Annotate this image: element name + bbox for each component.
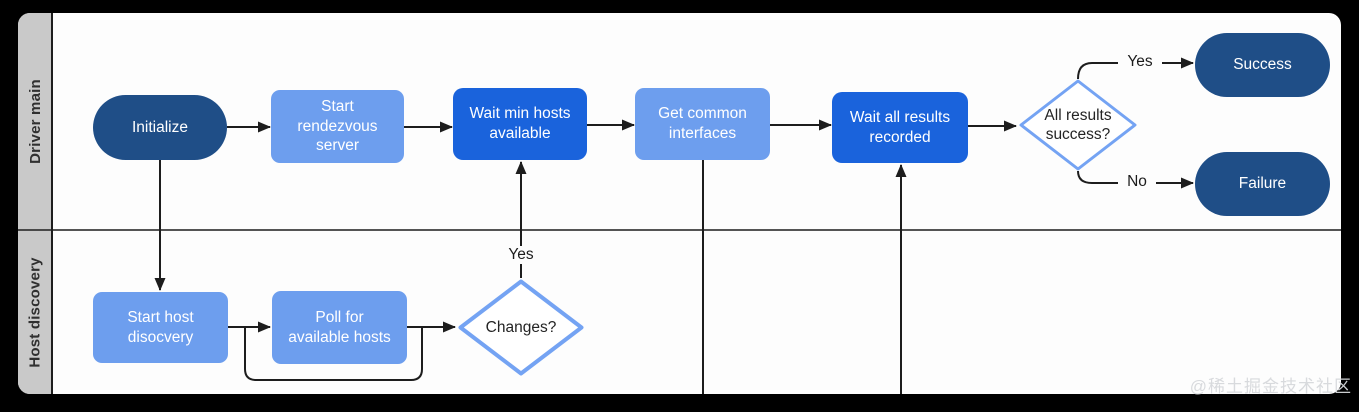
- node-get-common-interfaces-label: Get common interfaces: [658, 105, 747, 142]
- node-poll-available-hosts-label: Poll for available hosts: [288, 308, 391, 346]
- watermark-text: @稀土掘金技术社区: [1189, 377, 1352, 396]
- node-get-common-interfaces: Get common interfaces: [635, 88, 770, 160]
- node-failure: Failure: [1195, 152, 1330, 216]
- node-success-label: Success: [1233, 56, 1292, 74]
- node-all-results-success-label: All results success?: [1044, 106, 1112, 143]
- decision-diamond-shape: [1019, 79, 1137, 171]
- edge-label-yes-changes: Yes: [499, 246, 543, 264]
- node-failure-label: Failure: [1238, 175, 1287, 193]
- edge-poll-loop: [244, 328, 423, 381]
- node-wait-min-hosts-available: Wait min hosts available: [453, 88, 587, 160]
- node-start-host-discovery-label: Start host disocvery: [127, 308, 194, 346]
- node-start-host-discovery: Start host disocvery: [93, 292, 228, 363]
- decision-diamond-shape: [458, 279, 584, 376]
- edge-label-no-failure: No: [1118, 173, 1156, 191]
- node-initialize: Initialize: [93, 95, 227, 160]
- swimlane-canvas: Driver main Host discovery: [18, 13, 1341, 394]
- node-success: Success: [1195, 33, 1330, 97]
- node-wait-all-results-recorded: Wait all results recorded: [832, 92, 968, 163]
- edge-decision-yes-to-success: [1077, 57, 1194, 80]
- node-changes-decision: Changes?: [457, 278, 585, 377]
- lane-header-column: [18, 13, 52, 394]
- node-initialize-label: Initialize: [132, 118, 188, 136]
- node-wait-all-results-recorded-label: Wait all results recorded: [849, 108, 951, 146]
- node-start-rendezvous-server-label: Start rendezvous server: [297, 97, 378, 155]
- node-poll-available-hosts: Poll for available hosts: [272, 291, 407, 364]
- node-changes-label: Changes?: [485, 318, 557, 336]
- connector-lines: [18, 13, 1341, 394]
- edge-label-yes-success: Yes: [1118, 53, 1162, 71]
- node-wait-min-hosts-available-label: Wait min hosts available: [469, 105, 571, 142]
- node-all-results-success-decision: All results success?: [1018, 78, 1138, 172]
- edge-decision-no-to-failure: [1077, 170, 1194, 189]
- node-start-rendezvous-server: Start rendezvous server: [271, 90, 404, 163]
